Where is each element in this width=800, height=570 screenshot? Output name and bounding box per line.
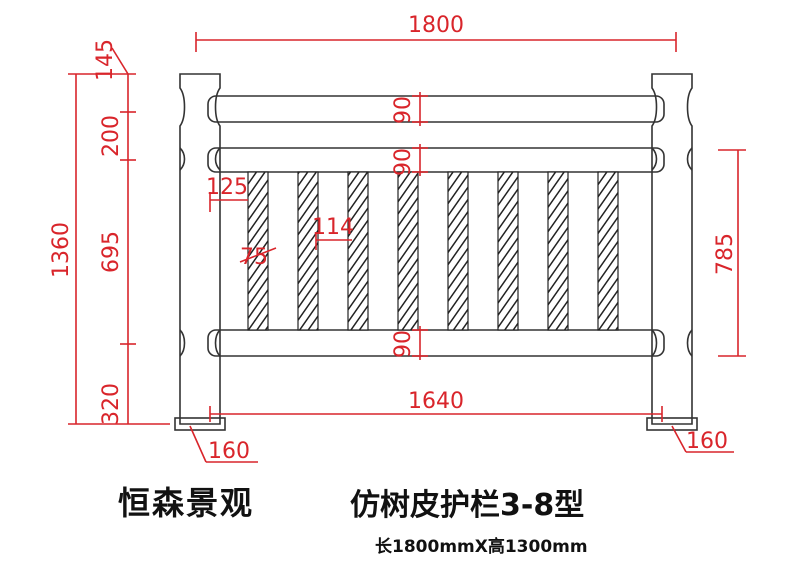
dimension-lines: [68, 32, 746, 463]
picket: [597, 171, 619, 331]
left-post-knot: [179, 147, 186, 171]
dimension-labels: 1800 145 200 695 1360 320 90 90 90 125 7…: [49, 13, 738, 464]
product-title: 仿树皮护栏3-8型: [350, 488, 585, 523]
bottom-rail: [207, 329, 665, 357]
dim-picket-width: 75: [240, 245, 268, 270]
right-post-knot: [651, 147, 658, 171]
dim-mid-rail: 90: [391, 148, 416, 176]
picket: [547, 171, 569, 331]
picket-group: [247, 171, 619, 331]
right-post-knot: [686, 329, 693, 357]
picket: [297, 171, 319, 331]
right-post: [651, 73, 693, 425]
right-post-knot: [651, 329, 658, 357]
right-post-knot: [686, 147, 693, 171]
picket: [347, 171, 369, 331]
left-post-knot: [214, 147, 221, 171]
dim-bottom-clear: 320: [99, 383, 124, 425]
brand-name: 恒森景观: [118, 484, 255, 522]
dim-overall-width: 1800: [408, 13, 464, 38]
dim-inner-width: 1640: [408, 389, 464, 414]
railing-drawing: [174, 73, 698, 431]
dim-rail-gap: 200: [99, 115, 124, 157]
dim-post-left: 160: [208, 439, 250, 464]
dim-picket-gap: 114: [312, 215, 354, 240]
picket: [397, 171, 419, 331]
dim-right-height: 785: [713, 233, 738, 275]
middle-rail: [207, 147, 665, 173]
left-post-knot: [179, 329, 186, 357]
base-plinth: [646, 417, 698, 431]
dim-bottom-rail: 90: [391, 330, 416, 358]
dim-infill-height: 695: [99, 231, 124, 273]
left-post: [179, 73, 221, 425]
picket: [497, 171, 519, 331]
top-rail: [207, 95, 665, 123]
picket: [447, 171, 469, 331]
base-plinth: [174, 417, 226, 431]
dim-post-right: 160: [686, 429, 728, 454]
dim-picket-offset: 125: [206, 175, 248, 200]
product-spec: 长1800mmX高1300mm: [375, 537, 588, 557]
dim-top-rail: 90: [391, 96, 416, 124]
dim-top-cap: 145: [93, 39, 118, 81]
dim-overall-height: 1360: [49, 222, 74, 278]
left-post-knot: [214, 329, 221, 357]
